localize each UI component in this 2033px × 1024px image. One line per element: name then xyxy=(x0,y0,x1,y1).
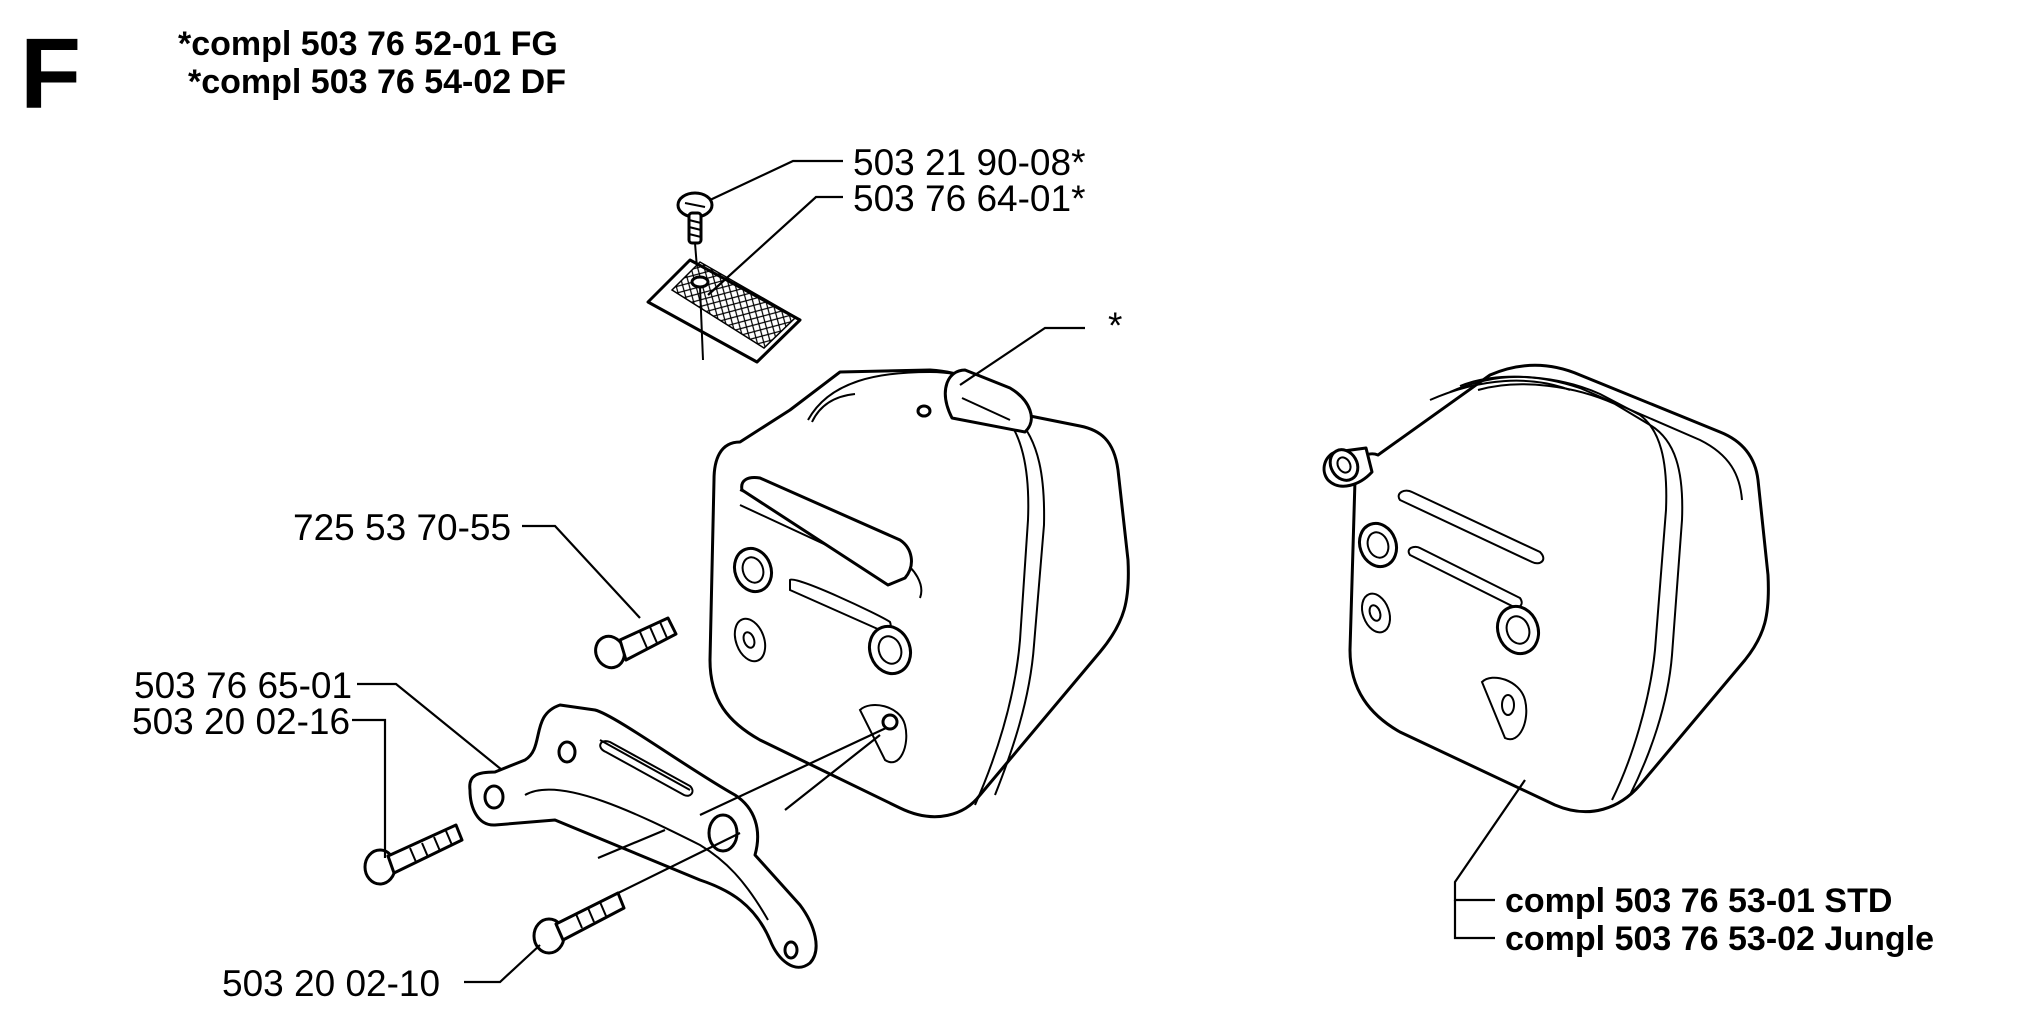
callout-assembly-jungle: compl 503 76 53-02 Jungle xyxy=(1505,920,1934,958)
callout-assembly-std: compl 503 76 53-01 STD xyxy=(1505,882,1892,920)
header-line-2: *compl 503 76 54-02 DF xyxy=(188,63,566,101)
muffler-body-part xyxy=(708,368,1130,819)
muffler-bolt-part xyxy=(594,616,678,670)
header-line-1: *compl 503 76 52-01 FG xyxy=(178,25,558,63)
callout-muffler-marker: * xyxy=(1108,305,1122,346)
section-letter: F xyxy=(20,18,81,130)
bracket-bolt-part xyxy=(363,823,464,886)
top-screw-part xyxy=(676,191,714,269)
callout-bracket: 503 76 65-01 xyxy=(134,665,352,706)
bracket-part xyxy=(468,703,818,969)
callout-muffler-bolt: 725 53 70-55 xyxy=(293,507,511,548)
lower-bolt-part xyxy=(532,891,626,955)
callout-lower-bolt: 503 20 02-10 xyxy=(222,963,440,1004)
complete-muffler-part xyxy=(1322,363,1770,814)
callout-bracket-bolt: 503 20 02-16 xyxy=(132,701,350,742)
screen-part xyxy=(646,258,802,364)
callout-screen: 503 76 64-01* xyxy=(853,178,1085,219)
leader-lines xyxy=(352,159,1526,984)
callout-screw-top: 503 21 90-08* xyxy=(853,142,1085,183)
